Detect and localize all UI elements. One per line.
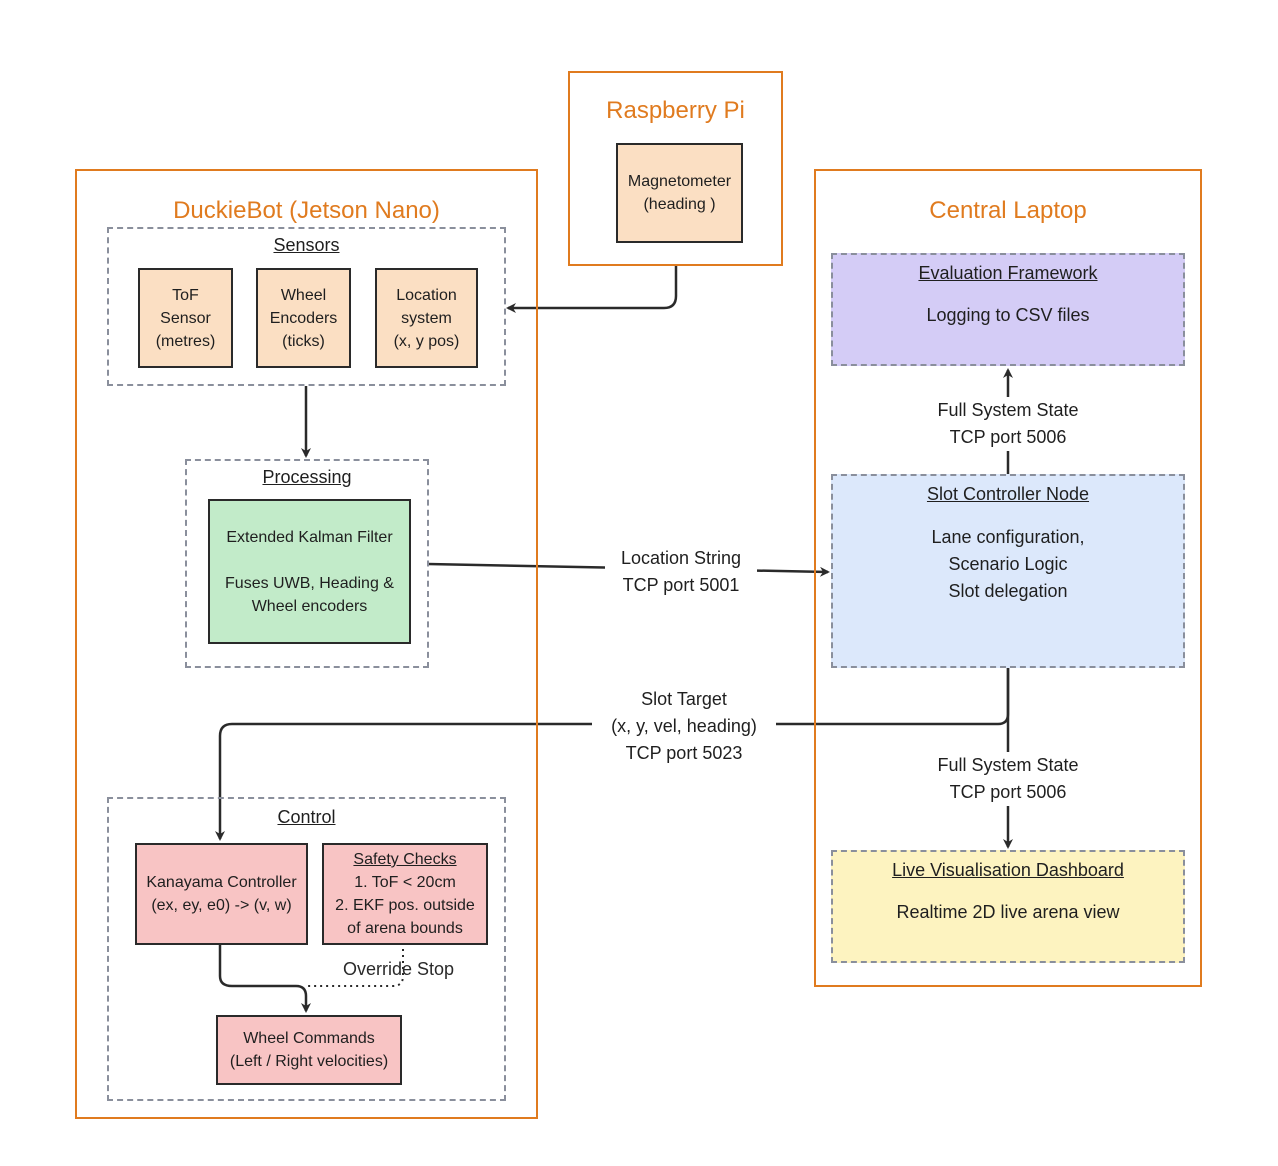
safety-checks-node: Safety Checks 1. ToF < 20cm 2. EKF pos. …: [322, 843, 488, 945]
safety-item-2: 2. EKF pos. outside: [335, 897, 475, 914]
safety-item-1: 1. ToF < 20cm: [354, 874, 456, 891]
location-line-2: system: [401, 309, 452, 327]
ekf-node: Extended Kalman Filter Fuses UWB, Headin…: [208, 499, 411, 644]
wheel-encoders-node: Wheel Encoders (ticks): [256, 268, 351, 368]
location-line-3: (x, y pos): [393, 332, 460, 350]
state-to-eval-edge-label: Full System State TCP port 5006: [920, 397, 1096, 451]
magnetometer-detail: (heading ): [643, 196, 716, 213]
tof-line-3: (metres): [155, 332, 216, 350]
sensors-group: Sensors ToF Sensor (metres) Wheel Encode…: [107, 227, 506, 386]
wheel-commands-node: Wheel Commands (Left / Right velocities): [216, 1015, 402, 1085]
dashboard-title: Live Visualisation Dashboard: [892, 860, 1124, 880]
location-system-node: Location system (x, y pos): [375, 268, 478, 368]
slot-desc-2: Scenario Logic: [948, 554, 1068, 574]
state-dash-line-1: Full System State: [937, 755, 1079, 775]
state-eval-line-2: TCP port 5006: [949, 427, 1067, 447]
raspberry-pi-container: Raspberry Pi Magnetometer (heading ): [568, 71, 783, 266]
ekf-title: Extended Kalman Filter: [226, 528, 393, 546]
tof-line-1: ToF: [172, 286, 199, 304]
evaluation-framework-node: Evaluation Framework Logging to CSV file…: [831, 253, 1185, 366]
encoders-line-3: (ticks): [282, 332, 325, 350]
central-laptop-title: Central Laptop: [929, 197, 1087, 224]
state-eval-line-1: Full System State: [937, 400, 1079, 420]
evaluation-desc: Logging to CSV files: [926, 305, 1090, 325]
slot-controller-title: Slot Controller Node: [926, 484, 1090, 504]
dashboard-desc: Realtime 2D live arena view: [896, 902, 1120, 922]
ekf-desc-1: Fuses UWB, Heading &: [225, 574, 394, 592]
location-string-edge-label: Location String TCP port 5001: [605, 545, 757, 599]
kanayama-title: Kanayama Controller: [146, 874, 297, 891]
magnetometer-label: Magnetometer: [627, 173, 732, 190]
slot-target-line-2: (x, y, vel, heading): [611, 716, 757, 736]
arrow-pi-to-sensors: [506, 265, 678, 313]
wheel-commands-detail: (Left / Right velocities): [229, 1053, 389, 1070]
location-string-line-1: Location String: [620, 548, 742, 568]
location-string-line-2: TCP port 5001: [622, 575, 740, 595]
slot-controller-desc: Lane configuration, Scenario Logic Slot …: [833, 524, 1183, 605]
control-title: Control: [277, 807, 336, 827]
evaluation-title: Evaluation Framework: [918, 263, 1098, 283]
dotted-override-line: [306, 943, 404, 987]
processing-title: Processing: [262, 467, 352, 487]
state-to-dashboard-edge-label: Full System State TCP port 5006: [920, 752, 1096, 806]
duckiebot-title: DuckieBot (Jetson Nano): [173, 197, 440, 224]
slot-target-line-3: TCP port 5023: [625, 743, 743, 763]
raspberry-pi-title: Raspberry Pi: [606, 97, 745, 124]
processing-group: Processing Extended Kalman Filter Fuses …: [185, 459, 429, 668]
sensors-title: Sensors: [273, 235, 340, 255]
central-laptop-container: Central Laptop: [814, 169, 1202, 987]
tof-line-2: Sensor: [160, 309, 211, 327]
slot-controller-node: Slot Controller Node Lane configuration,…: [831, 474, 1185, 668]
dashboard-node: Live Visualisation Dashboard Realtime 2D…: [831, 850, 1185, 963]
ekf-desc-2: Wheel encoders: [251, 597, 368, 615]
slot-target-line-1: Slot Target: [641, 689, 727, 709]
location-line-1: Location: [396, 286, 457, 304]
safety-title: Safety Checks: [353, 851, 457, 868]
slot-desc-1: Lane configuration,: [931, 527, 1085, 547]
safety-item-3: of arena bounds: [347, 920, 463, 937]
duckiebot-container: DuckieBot (Jetson Nano): [75, 169, 538, 1119]
encoders-line-2: Encoders: [269, 309, 338, 327]
tof-sensor-node: ToF Sensor (metres): [138, 268, 233, 368]
kanayama-formula: (ex, ey, e0) -> (v, w): [151, 897, 292, 914]
control-group: Control Kanayama Controller (ex, ey, e0)…: [107, 797, 506, 1101]
override-stop-label: Override Stop: [343, 959, 455, 979]
state-dash-line-2: TCP port 5006: [949, 782, 1067, 802]
magnetometer-node: Magnetometer (heading ): [616, 143, 743, 243]
wheel-commands-title: Wheel Commands: [243, 1030, 375, 1047]
encoders-line-1: Wheel: [280, 286, 327, 304]
slot-target-edge-label: Slot Target (x, y, vel, heading) TCP por…: [592, 686, 776, 767]
slot-desc-3: Slot delegation: [948, 581, 1068, 601]
kanayama-controller-node: Kanayama Controller (ex, ey, e0) -> (v, …: [135, 843, 308, 945]
arrow-kanayama-to-wheel-commands: [218, 943, 311, 1013]
